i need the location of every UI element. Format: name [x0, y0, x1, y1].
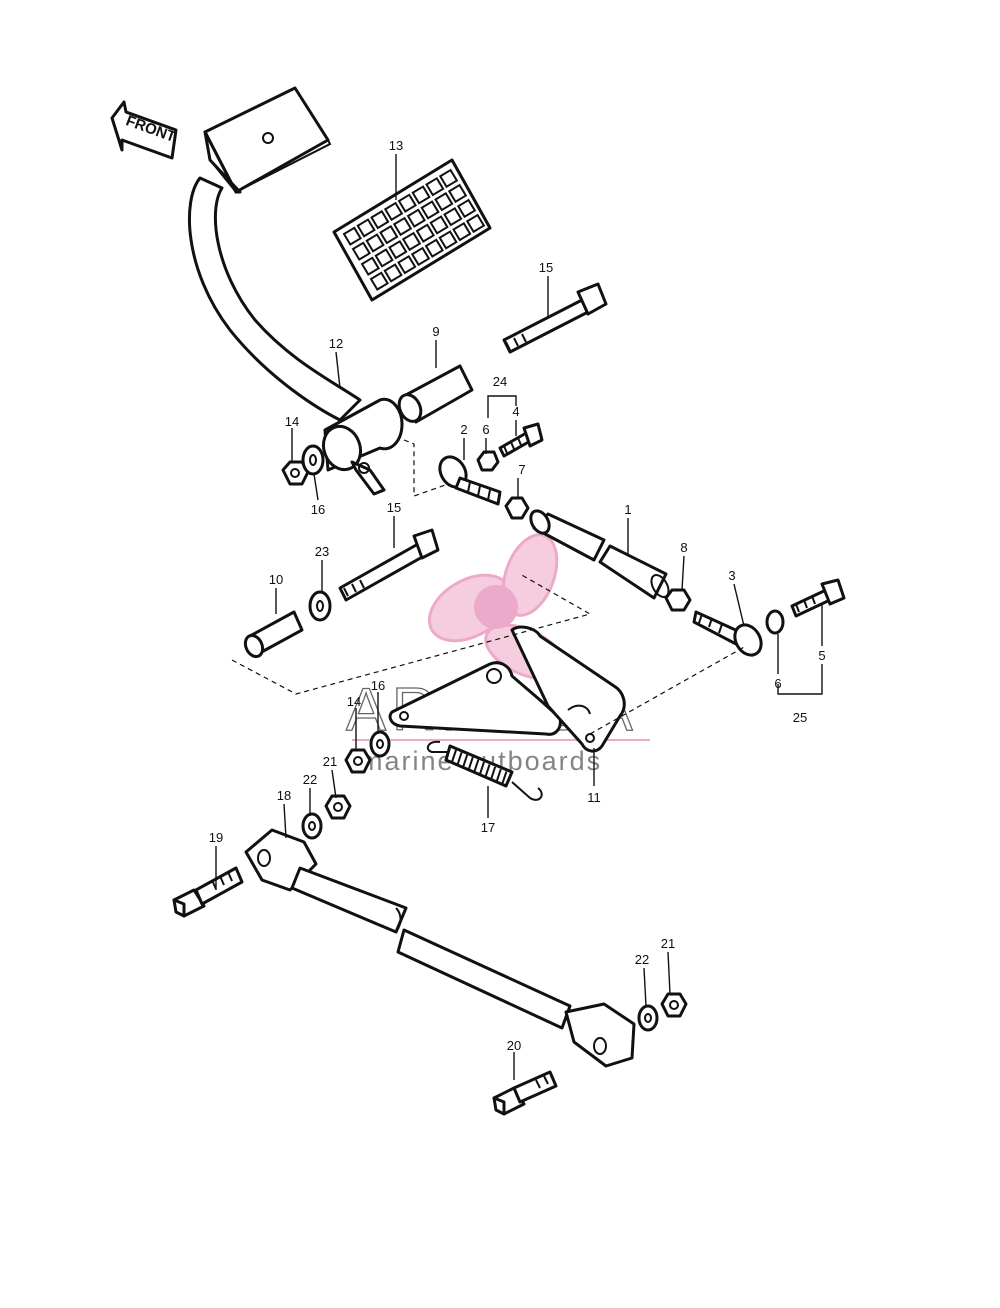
- callout-14-lower: 14: [347, 694, 361, 709]
- callout-25: 25: [793, 710, 807, 725]
- bolt-4: [498, 422, 544, 458]
- tread-cell: [406, 208, 426, 228]
- callout-5: 5: [818, 648, 825, 663]
- tread-cell: [429, 215, 449, 235]
- callout-13: 13: [389, 138, 403, 153]
- callout-labels: 1 2 3 4 5 6 6 7 8 9 10 11 12 13 14 14 15…: [209, 138, 826, 1053]
- callout-17: 17: [481, 820, 495, 835]
- washer-6-lower: [765, 609, 785, 635]
- cross-shaft: [529, 509, 670, 600]
- tread-cell: [360, 256, 380, 276]
- callout-15-lower: 15: [387, 500, 401, 515]
- nut-21-lower: [660, 992, 688, 1018]
- tread-cell: [397, 254, 417, 275]
- front-arrow-icon: FRONT: [110, 100, 178, 160]
- tread-cell: [379, 224, 399, 245]
- callout-16-upper: 16: [311, 502, 325, 517]
- callout-3: 3: [728, 568, 735, 583]
- tread-cell: [452, 221, 472, 242]
- nut-8: [664, 588, 692, 612]
- nut-21-upper: [324, 794, 352, 820]
- callout-6-lower: 6: [774, 676, 781, 691]
- rod-end-upper: [438, 455, 502, 506]
- tread-cell: [351, 241, 371, 261]
- tread-cell: [392, 216, 413, 237]
- callout-6-upper: 6: [482, 422, 489, 437]
- tread-cell: [443, 206, 463, 227]
- callout-10: 10: [269, 572, 283, 587]
- tread-cell: [401, 231, 422, 252]
- tread-cell: [365, 233, 385, 253]
- tread-cell: [397, 193, 417, 213]
- assembly-guide-lines: [231, 439, 747, 735]
- tread-cell: [456, 198, 477, 219]
- callout-15-upper: 15: [539, 260, 553, 275]
- collar-lower: [243, 610, 304, 659]
- callout-4: 4: [512, 404, 519, 419]
- tread-cell: [388, 239, 408, 260]
- tread-cell: [415, 223, 435, 243]
- callout-19: 19: [209, 830, 223, 845]
- callout-22-upper: 22: [303, 772, 317, 787]
- tread-cell: [369, 271, 389, 291]
- tread-cell: [425, 176, 445, 197]
- callout-12: 12: [329, 336, 343, 351]
- brake-lever-bracket: [388, 625, 626, 753]
- callout-16-lower: 16: [371, 678, 385, 693]
- callout-7: 7: [518, 462, 525, 477]
- brake-rod: [244, 828, 636, 1068]
- tread-cell: [383, 201, 404, 222]
- pedal-rubber-pad: [332, 158, 492, 302]
- callout-18: 18: [277, 788, 291, 803]
- leader-lines: [215, 154, 823, 1080]
- tread-cell: [420, 200, 440, 220]
- tread-cell: [438, 168, 459, 189]
- callout-9: 9: [432, 324, 439, 339]
- nut-6-upper: [476, 450, 500, 472]
- callout-21-lower: 21: [661, 936, 675, 951]
- tread-cell: [447, 183, 468, 204]
- tread-cell: [424, 238, 444, 258]
- tread-cell: [370, 209, 390, 230]
- tread-cell: [342, 226, 362, 246]
- callout-11: 11: [587, 790, 601, 805]
- tread-cell: [434, 191, 454, 212]
- callout-1: 1: [624, 502, 631, 517]
- tread-cell: [411, 185, 431, 205]
- clevis-bolt-20: [492, 1070, 558, 1116]
- callout-24: 24: [493, 374, 507, 389]
- washer-upper: [301, 444, 325, 476]
- tread-cell: [356, 218, 376, 238]
- clevis-bolt-19: [172, 866, 244, 918]
- callout-2: 2: [460, 422, 467, 437]
- tread-cell: [465, 213, 486, 234]
- bolt-5: [790, 578, 846, 618]
- tread-cell: [383, 263, 403, 283]
- callout-8: 8: [680, 540, 687, 555]
- callout-20: 20: [507, 1038, 521, 1053]
- callout-21-upper: 21: [323, 754, 337, 769]
- return-spring: [426, 740, 543, 801]
- tread-cell: [374, 248, 394, 268]
- nut-7: [504, 496, 530, 520]
- rod-end-lower: [692, 610, 763, 657]
- callout-23: 23: [315, 544, 329, 559]
- pivot-bolt-upper: [502, 282, 608, 354]
- brake-pedal-arm: [187, 86, 404, 496]
- pivot-bolt-lower: [338, 528, 440, 602]
- washer-lower: [369, 730, 391, 758]
- washer-23: [308, 590, 332, 622]
- callout-22-lower: 22: [635, 952, 649, 967]
- washer-22-upper: [301, 812, 323, 840]
- tread-cell: [438, 230, 458, 250]
- nut-lower: [344, 748, 372, 774]
- collar-upper: [397, 364, 474, 424]
- washer-22-lower: [637, 1004, 659, 1032]
- callout-14-upper: 14: [285, 414, 299, 429]
- tread-cell: [410, 246, 431, 267]
